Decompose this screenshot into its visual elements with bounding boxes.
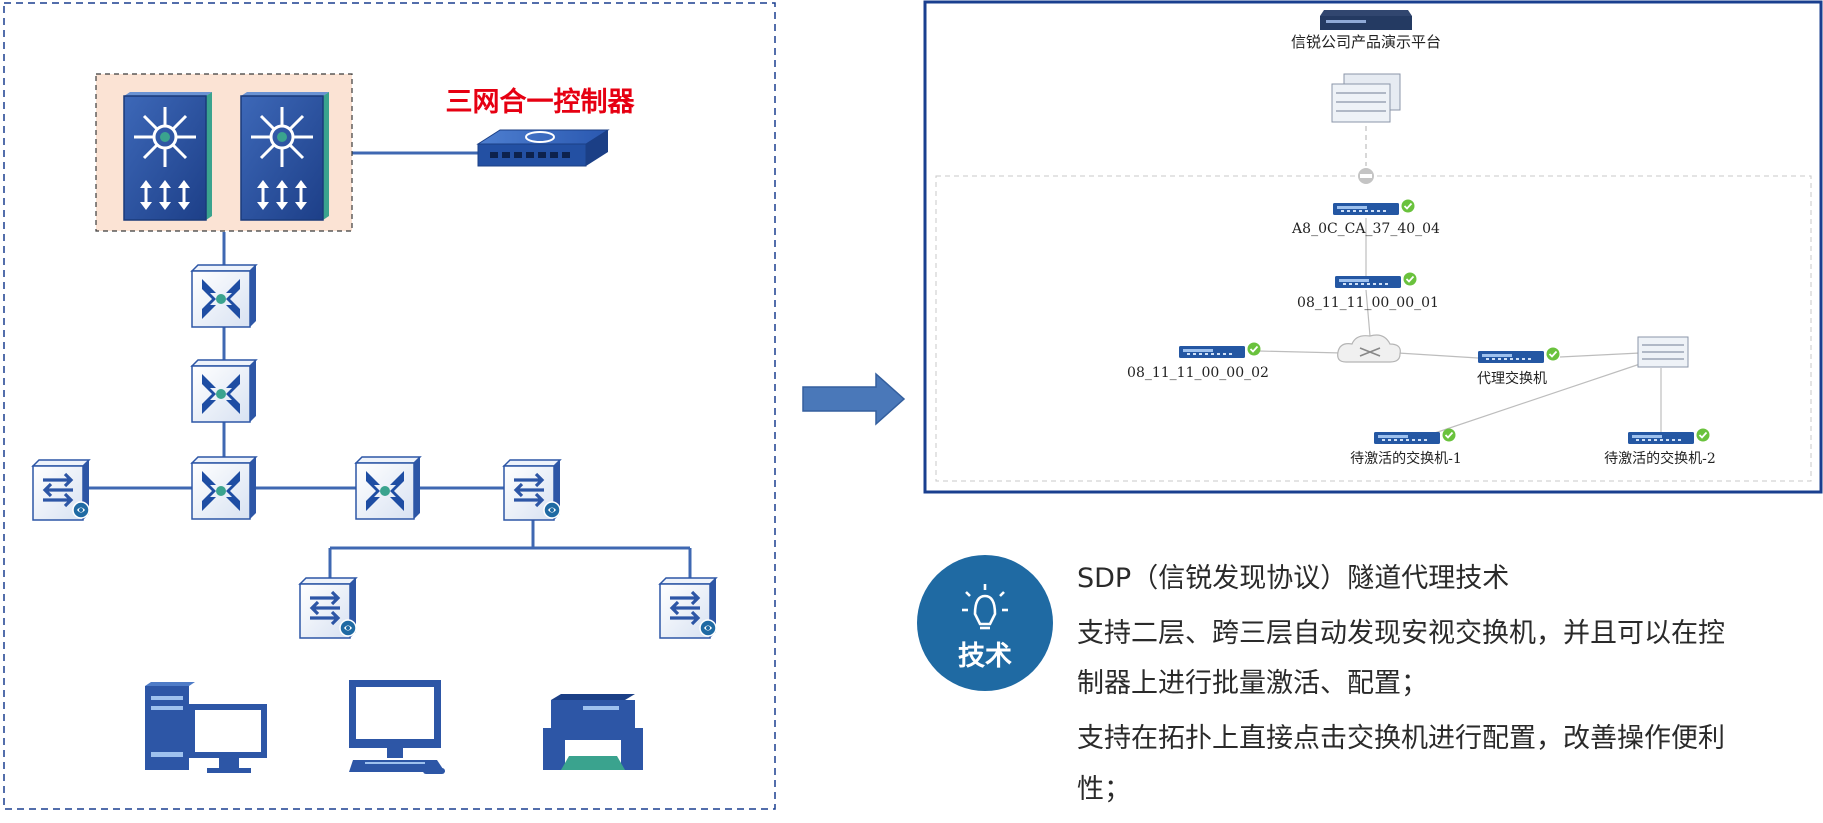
tech-line-2: 制器上进行批量激活、配置； bbox=[1077, 668, 1428, 699]
right-arrow-icon bbox=[802, 372, 906, 426]
topology-panel: 信锐公司产品演示平台 A8_0C_CA_37_40_04 08_11_11_00… bbox=[923, 0, 1823, 494]
server-stack-icon bbox=[1331, 73, 1401, 123]
tech-line-4: 性； bbox=[1077, 774, 1131, 805]
core-switch-group bbox=[95, 73, 353, 232]
aggregation-switch-1[interactable] bbox=[190, 264, 258, 328]
lightbulb-icon bbox=[962, 584, 1008, 630]
desktop-computer-icon bbox=[145, 682, 267, 773]
access-switch-mid[interactable] bbox=[502, 458, 562, 522]
converge-arrows-icon bbox=[202, 279, 240, 319]
access-switch-bottom-left[interactable] bbox=[298, 576, 358, 640]
converge-arrows-icon bbox=[202, 471, 240, 511]
switch-08-01-label: 08_11_11_00_00_01 bbox=[1297, 295, 1439, 311]
printer-icon bbox=[543, 694, 643, 770]
tech-section: 技术 SDP（信锐发现协议）隧道代理技术 支持二层、跨三层自动发现安视交换机，并… bbox=[917, 555, 1725, 805]
access-server-icon[interactable] bbox=[1637, 336, 1689, 368]
aggregation-switch-3[interactable] bbox=[190, 456, 258, 520]
aggregation-switch-4[interactable] bbox=[354, 456, 422, 520]
proxy-switch-label: 代理交换机 bbox=[1477, 370, 1547, 387]
pending-switch-1-label: 待激活的交换机-1 bbox=[1350, 450, 1462, 467]
tech-line-3: 支持在拓扑上直接点击交换机进行配置，改善操作便利 bbox=[1077, 723, 1725, 754]
left-diagram-frame bbox=[3, 2, 776, 810]
controller-device[interactable] bbox=[476, 129, 610, 167]
controller-label: 三网合一控制器 bbox=[446, 86, 636, 118]
discovery-area bbox=[935, 175, 1812, 482]
brand-logo-icon bbox=[525, 131, 555, 143]
aggregation-switches bbox=[190, 264, 422, 520]
switch-08-02-label: 08_11_11_00_00_02 bbox=[1127, 365, 1269, 381]
network-cloud-icon bbox=[1337, 334, 1401, 363]
converge-arrows-icon bbox=[366, 471, 404, 511]
tech-badge-label: 技术 bbox=[958, 641, 1012, 672]
platform-device[interactable] bbox=[1320, 10, 1412, 30]
access-switch-left[interactable] bbox=[31, 458, 91, 522]
monitor-keyboard-icon bbox=[349, 680, 445, 774]
tech-title: SDP（信锐发现协议）隧道代理技术 bbox=[1077, 563, 1509, 594]
access-switch-bottom-right[interactable] bbox=[658, 576, 718, 640]
hub-arrows-icon bbox=[251, 107, 313, 167]
hub-arrows-icon bbox=[134, 107, 196, 167]
core-switch-2[interactable] bbox=[240, 92, 329, 221]
tech-line-1: 支持二层、跨三层自动发现安视交换机，并且可以在控 bbox=[1077, 618, 1725, 649]
core-switch-1[interactable] bbox=[123, 92, 212, 221]
platform-label: 信锐公司产品演示平台 bbox=[1291, 33, 1441, 51]
pending-switch-2-label: 待激活的交换机-2 bbox=[1604, 450, 1716, 467]
converge-arrows-icon bbox=[202, 374, 240, 414]
switch-a8-label: A8_0C_CA_37_40_04 bbox=[1291, 221, 1440, 237]
aggregation-switch-2[interactable] bbox=[190, 359, 258, 423]
